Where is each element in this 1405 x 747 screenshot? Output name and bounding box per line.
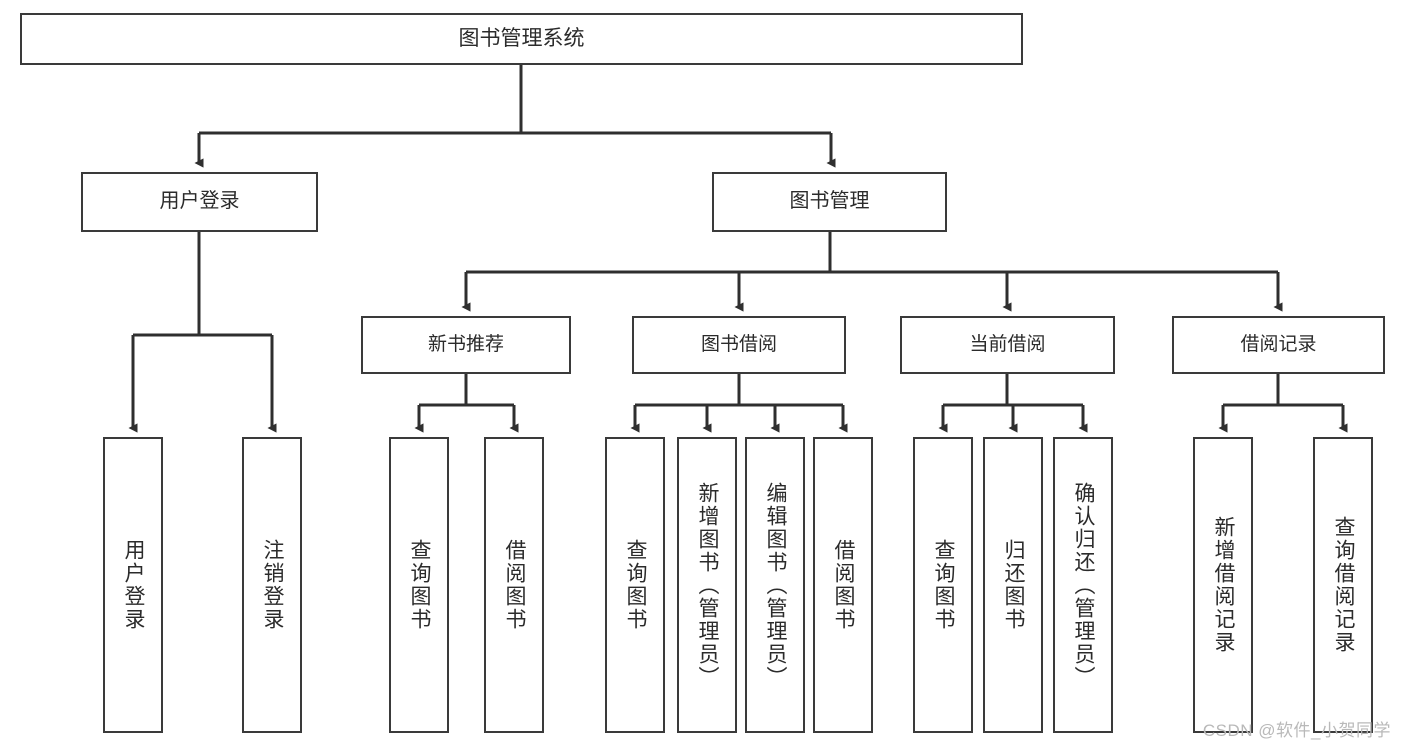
leaf-query-borrow-record[interactable]: 查询借阅记录 — [1313, 437, 1373, 733]
node-book-borrow-label: 图书借阅 — [700, 333, 777, 355]
leaf-add-borrow-record[interactable]: 新增借阅记录 — [1193, 437, 1253, 733]
leaf-query-book-current-label: 查询图书 — [932, 539, 956, 631]
node-borrow-record-label: 借阅记录 — [1240, 333, 1317, 355]
leaf-query-book-newbook-label: 查询图书 — [408, 539, 432, 631]
leaf-edit-book-admin[interactable]: 编辑图书（管理员） — [745, 437, 805, 733]
leaf-query-book-current[interactable]: 查询图书 — [913, 437, 973, 733]
node-book-borrow[interactable]: 图书借阅 — [632, 316, 846, 374]
leaf-query-book-borrow[interactable]: 查询图书 — [605, 437, 665, 733]
node-root-label: 图书管理系统 — [458, 26, 585, 50]
leaf-confirm-return-admin-label: 确认归还（管理员） — [1072, 481, 1096, 689]
node-new-book-recommend-label: 新书推荐 — [427, 333, 504, 355]
node-book-management-label: 图书管理 — [789, 190, 870, 213]
leaf-return-book[interactable]: 归还图书 — [983, 437, 1043, 733]
leaf-query-borrow-record-label: 查询借阅记录 — [1332, 516, 1356, 654]
leaf-edit-book-admin-label: 编辑图书（管理员） — [764, 481, 788, 689]
leaf-confirm-return-admin[interactable]: 确认归还（管理员） — [1053, 437, 1113, 733]
leaf-borrow-book-newbook[interactable]: 借阅图书 — [484, 437, 544, 733]
node-current-borrow[interactable]: 当前借阅 — [900, 316, 1115, 374]
leaf-borrow-book[interactable]: 借阅图书 — [813, 437, 873, 733]
leaf-add-book-admin[interactable]: 新增图书（管理员） — [677, 437, 737, 733]
leaf-query-book-borrow-label: 查询图书 — [624, 539, 648, 631]
leaf-user-login-label: 用户登录 — [122, 539, 146, 631]
node-borrow-record[interactable]: 借阅记录 — [1172, 316, 1385, 374]
leaf-return-book-label: 归还图书 — [1002, 539, 1026, 631]
node-current-borrow-label: 当前借阅 — [969, 333, 1046, 355]
leaf-logout[interactable]: 注销登录 — [242, 437, 302, 733]
node-user-login-label: 用户登录 — [159, 190, 240, 213]
node-root[interactable]: 图书管理系统 — [20, 13, 1023, 65]
node-book-management[interactable]: 图书管理 — [712, 172, 947, 232]
leaf-add-borrow-record-label: 新增借阅记录 — [1212, 516, 1236, 654]
leaf-borrow-book-label: 借阅图书 — [832, 539, 856, 631]
node-user-login[interactable]: 用户登录 — [81, 172, 318, 232]
leaf-user-login[interactable]: 用户登录 — [103, 437, 163, 733]
leaf-logout-label: 注销登录 — [261, 539, 285, 631]
node-new-book-recommend[interactable]: 新书推荐 — [361, 316, 571, 374]
leaf-borrow-book-newbook-label: 借阅图书 — [503, 539, 527, 631]
leaf-add-book-admin-label: 新增图书（管理员） — [696, 481, 720, 689]
leaf-query-book-newbook[interactable]: 查询图书 — [389, 437, 449, 733]
